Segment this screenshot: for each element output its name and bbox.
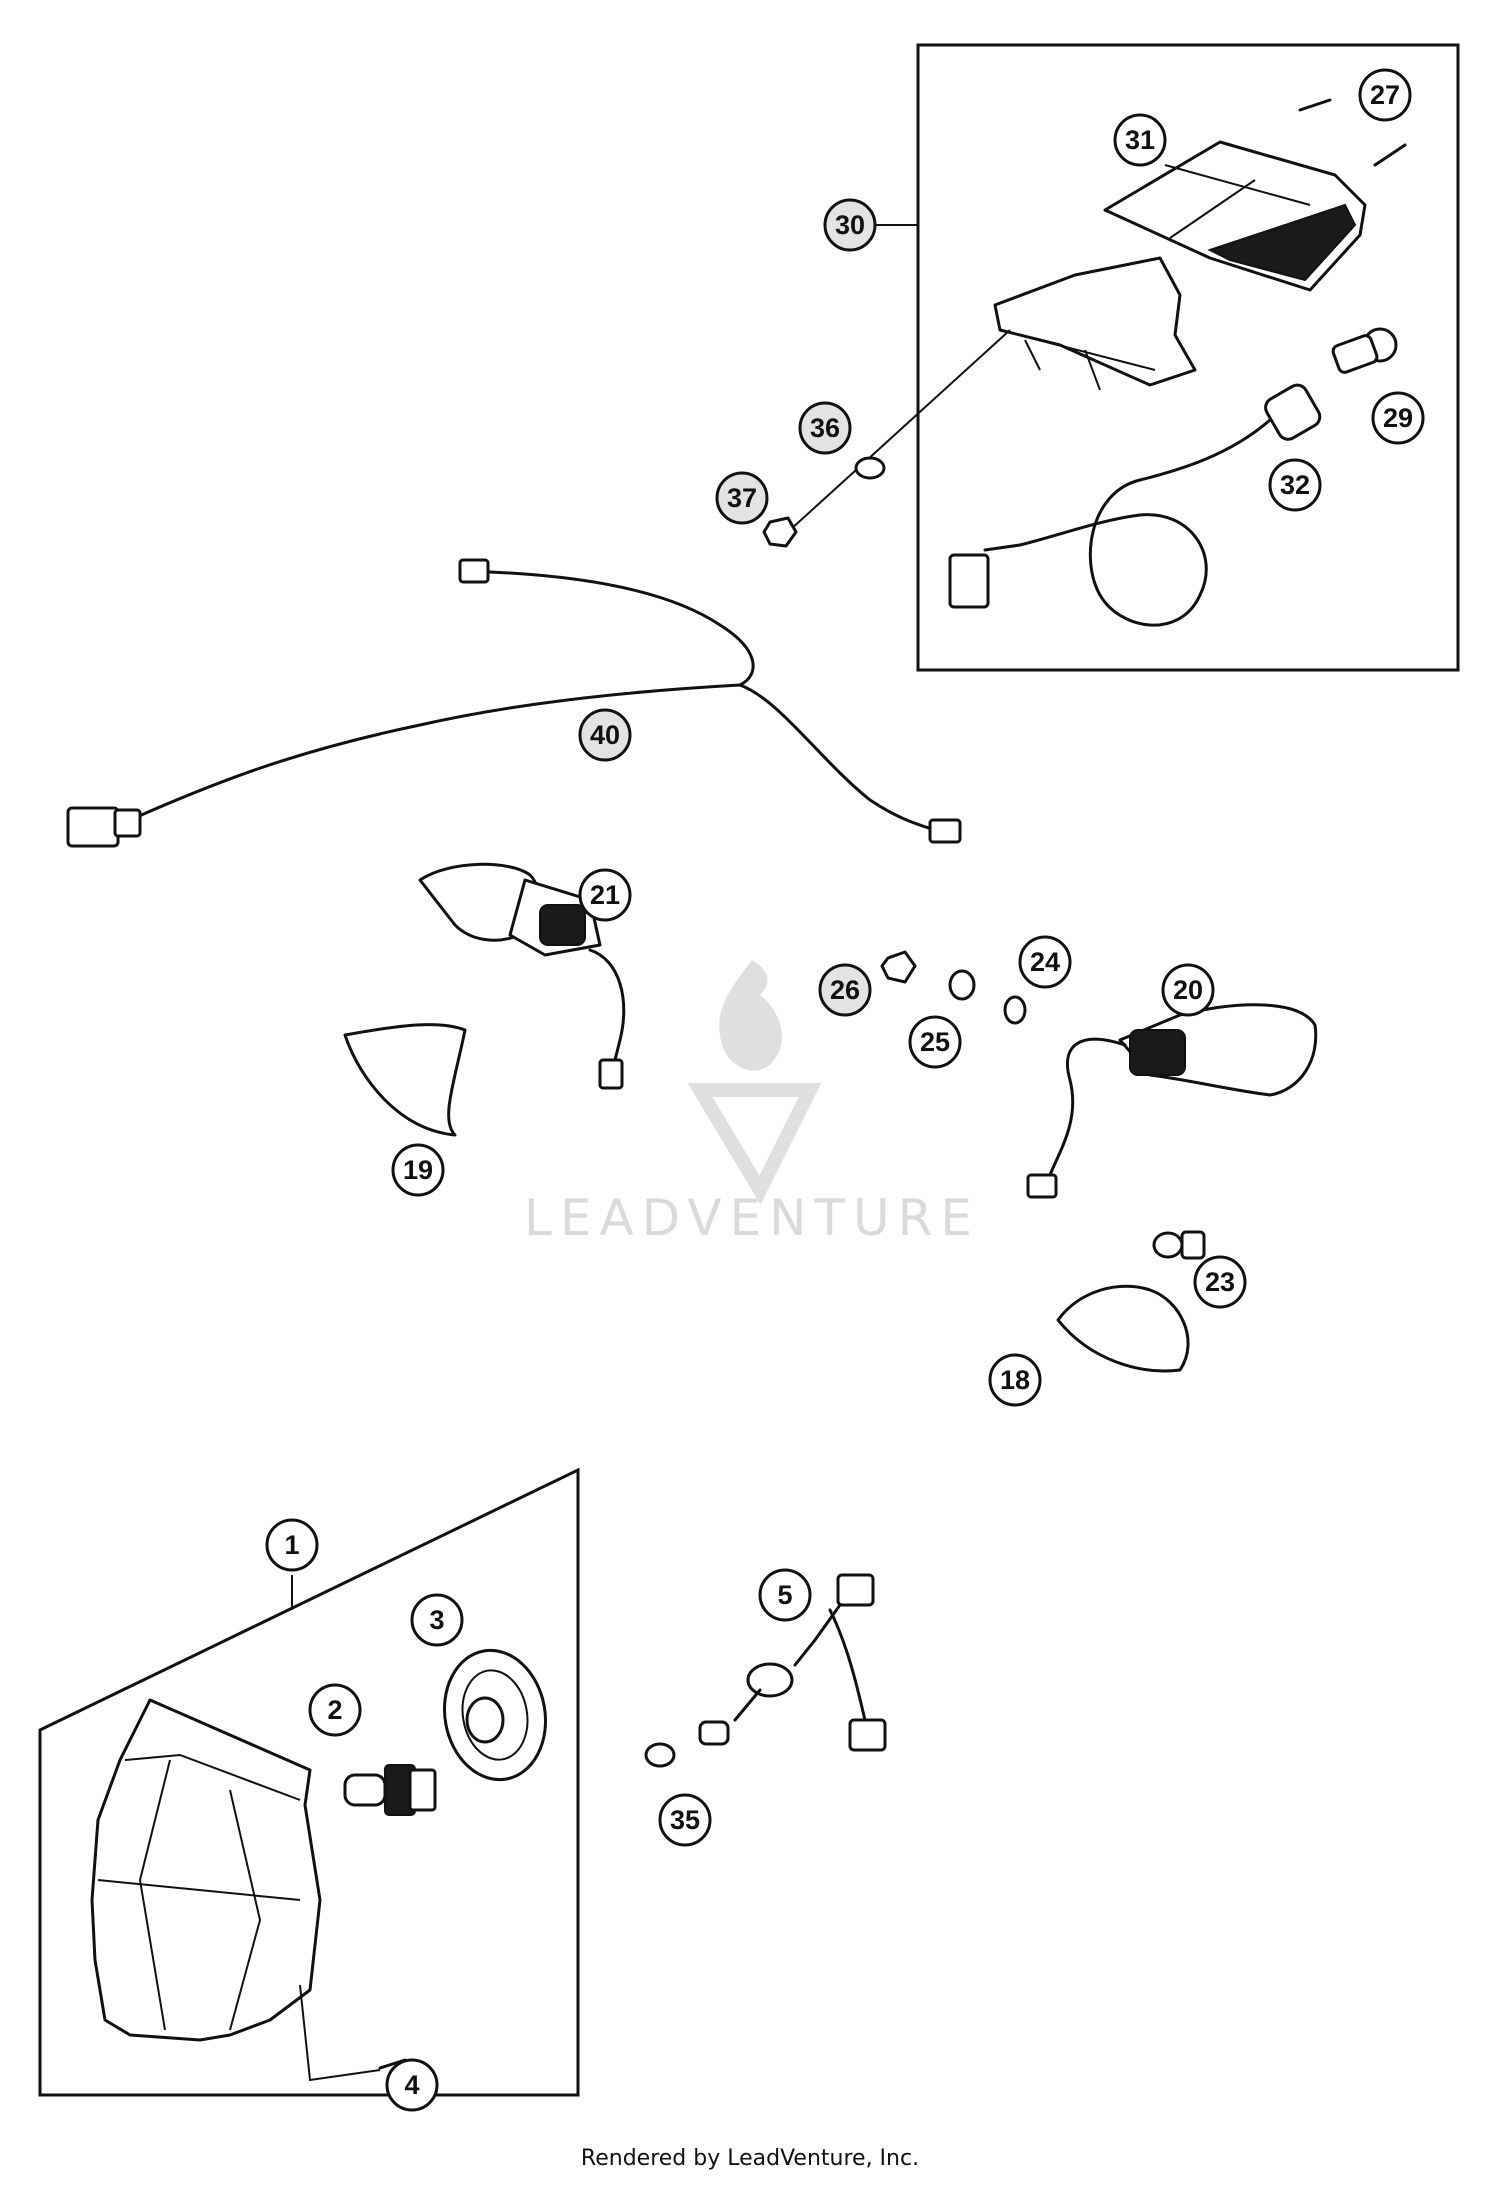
callout-37: 37 [715, 471, 769, 525]
callout-26: 26 [818, 963, 872, 1017]
bolt-guide-line [789, 329, 1011, 531]
svg-text:31: 31 [1125, 125, 1155, 155]
callout-1: 1 [265, 1518, 319, 1572]
svg-text:20: 20 [1173, 975, 1203, 1005]
callout-18: 18 [988, 1353, 1042, 1407]
bulb-29 [1331, 327, 1398, 374]
callout-24: 24 [1018, 935, 1072, 989]
washer-36 [854, 456, 886, 480]
svg-text:18: 18 [1000, 1365, 1030, 1395]
nut-37 [762, 516, 798, 548]
svg-text:32: 32 [1280, 470, 1310, 500]
lens-19 [343, 1023, 467, 1137]
group-frame-1 [38, 1467, 580, 2097]
callout-21: 21 [578, 868, 632, 922]
callout-36: 36 [798, 401, 852, 455]
callout-25: 25 [908, 1015, 962, 1069]
nut-26 [880, 950, 917, 984]
svg-text:30: 30 [835, 210, 865, 240]
svg-text:23: 23 [1205, 1267, 1235, 1297]
callout-2: 2 [308, 1683, 362, 1737]
svg-text:21: 21 [590, 880, 620, 910]
svg-text:35: 35 [670, 1805, 700, 1835]
turn-signal-20 [1026, 1003, 1318, 1199]
callout-29: 29 [1371, 391, 1425, 445]
socket-wire-32 [948, 383, 1322, 627]
svg-text:26: 26 [830, 975, 860, 1005]
svg-text:2: 2 [327, 1695, 342, 1725]
wire-harness-5 [698, 1573, 887, 1752]
flame-logo-icon [687, 960, 822, 1205]
callout-40: 40 [578, 708, 632, 762]
cap-3 [442, 1648, 548, 1782]
bulb-23 [1152, 1230, 1206, 1260]
callout-19: 19 [391, 1143, 445, 1197]
callout-32: 32 [1268, 458, 1322, 512]
svg-text:1: 1 [284, 1530, 299, 1560]
svg-text:36: 36 [810, 413, 840, 443]
lens-18 [1056, 1284, 1190, 1373]
washer-24 [1003, 995, 1027, 1025]
washer-25 [948, 969, 976, 1001]
wire-harness-40 [66, 558, 962, 848]
svg-text:19: 19 [403, 1155, 433, 1185]
headlight-housing [90, 1698, 322, 2042]
callout-35: 35 [658, 1793, 712, 1847]
svg-text:5: 5 [777, 1580, 792, 1610]
watermark-text: LEADVENTURE [524, 1189, 980, 1247]
svg-text:4: 4 [404, 2070, 419, 2100]
watermark: LEADVENTURE [524, 960, 980, 1247]
svg-text:3: 3 [429, 1605, 444, 1635]
svg-text:24: 24 [1030, 947, 1060, 977]
svg-text:40: 40 [590, 720, 620, 750]
callout-30: 30 [823, 198, 877, 252]
tail-light-lens-31 [1103, 140, 1367, 292]
tail-light-housing [993, 256, 1197, 391]
callout-5: 5 [758, 1568, 812, 1622]
svg-text:25: 25 [920, 1027, 950, 1057]
callout-23: 23 [1193, 1255, 1247, 1309]
turn-signal-21 [418, 862, 626, 1090]
leader-4 [299, 1984, 381, 2082]
callout-27: 27 [1358, 68, 1412, 122]
bulb-2 [343, 1764, 437, 1816]
group-frame-30 [916, 43, 1460, 672]
svg-text:37: 37 [727, 483, 757, 513]
svg-text:29: 29 [1383, 403, 1413, 433]
callout-4: 4 [385, 2058, 439, 2112]
callout-20: 20 [1161, 963, 1215, 1017]
svg-text:27: 27 [1370, 80, 1400, 110]
footer-credit: Rendered by LeadVenture, Inc. [581, 2146, 919, 2171]
callout-31: 31 [1113, 113, 1167, 167]
screw-27 [1298, 98, 1407, 167]
callout-3: 3 [410, 1593, 464, 1647]
bulb-35 [644, 1742, 676, 1768]
